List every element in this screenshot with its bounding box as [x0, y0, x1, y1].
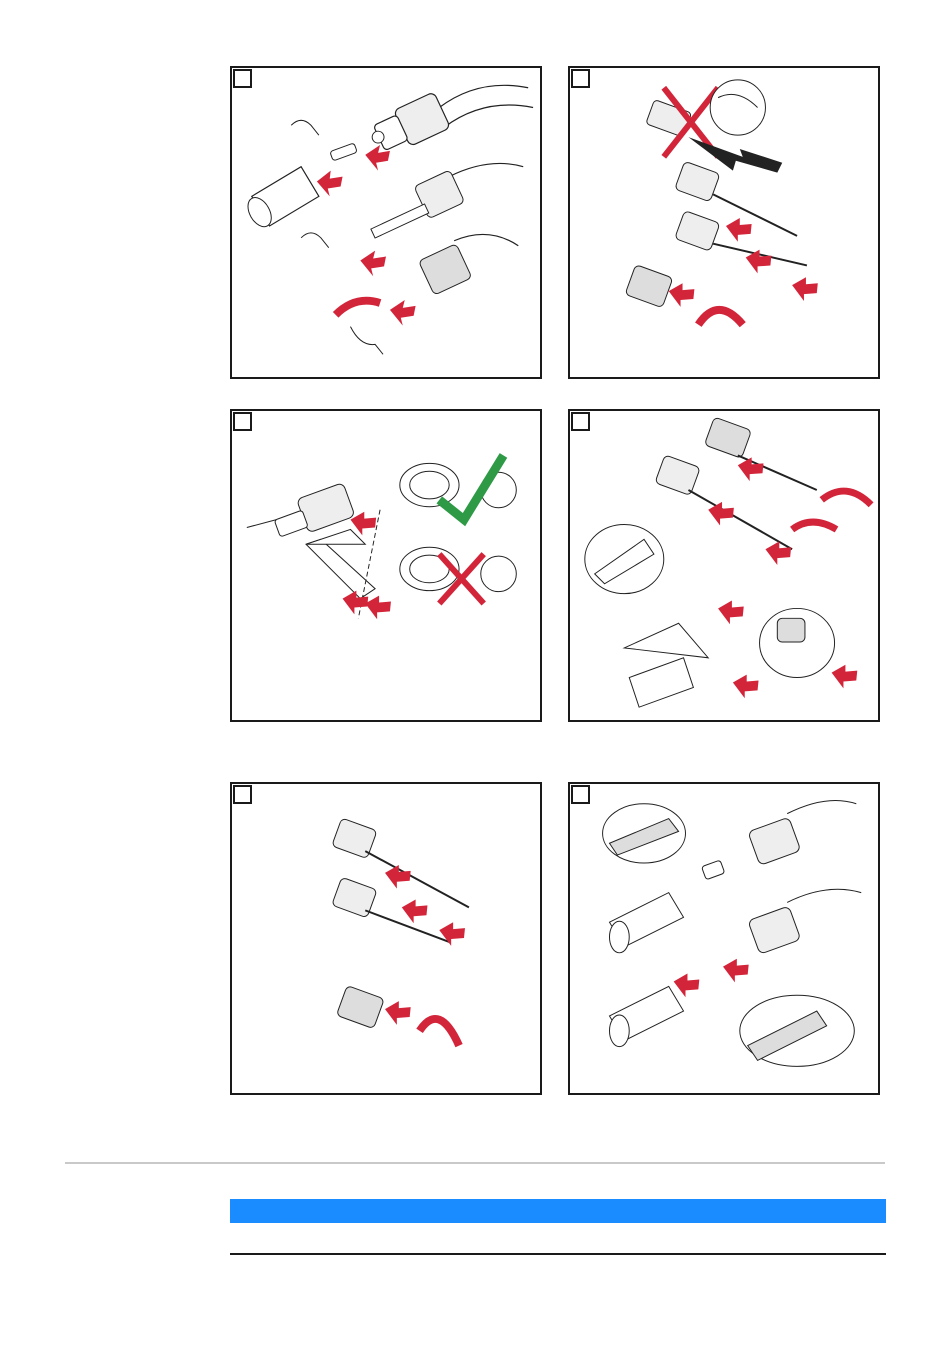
liner-insertion-illustration: [232, 784, 540, 1093]
liner-cutting-illustration: [232, 411, 540, 720]
step-2-panel: [568, 66, 880, 379]
liner-removal-illustration: [570, 68, 878, 377]
liner-cut-deburr-illustration: [570, 411, 878, 720]
step-3-panel: [230, 409, 542, 722]
heading-underline: [230, 1253, 886, 1255]
section-heading-bar: [230, 1199, 886, 1223]
step-1-panel: [230, 66, 542, 379]
step-5-panel: [230, 782, 542, 1095]
arrow-icon: [385, 865, 465, 1025]
step-4-panel: [568, 409, 880, 722]
torch-reassembly-illustration: [570, 784, 878, 1093]
arrow-icon: [674, 959, 749, 998]
step-6-panel: [568, 782, 880, 1095]
torch-disassembly-illustration: [232, 68, 540, 377]
section-divider: [65, 1162, 885, 1164]
